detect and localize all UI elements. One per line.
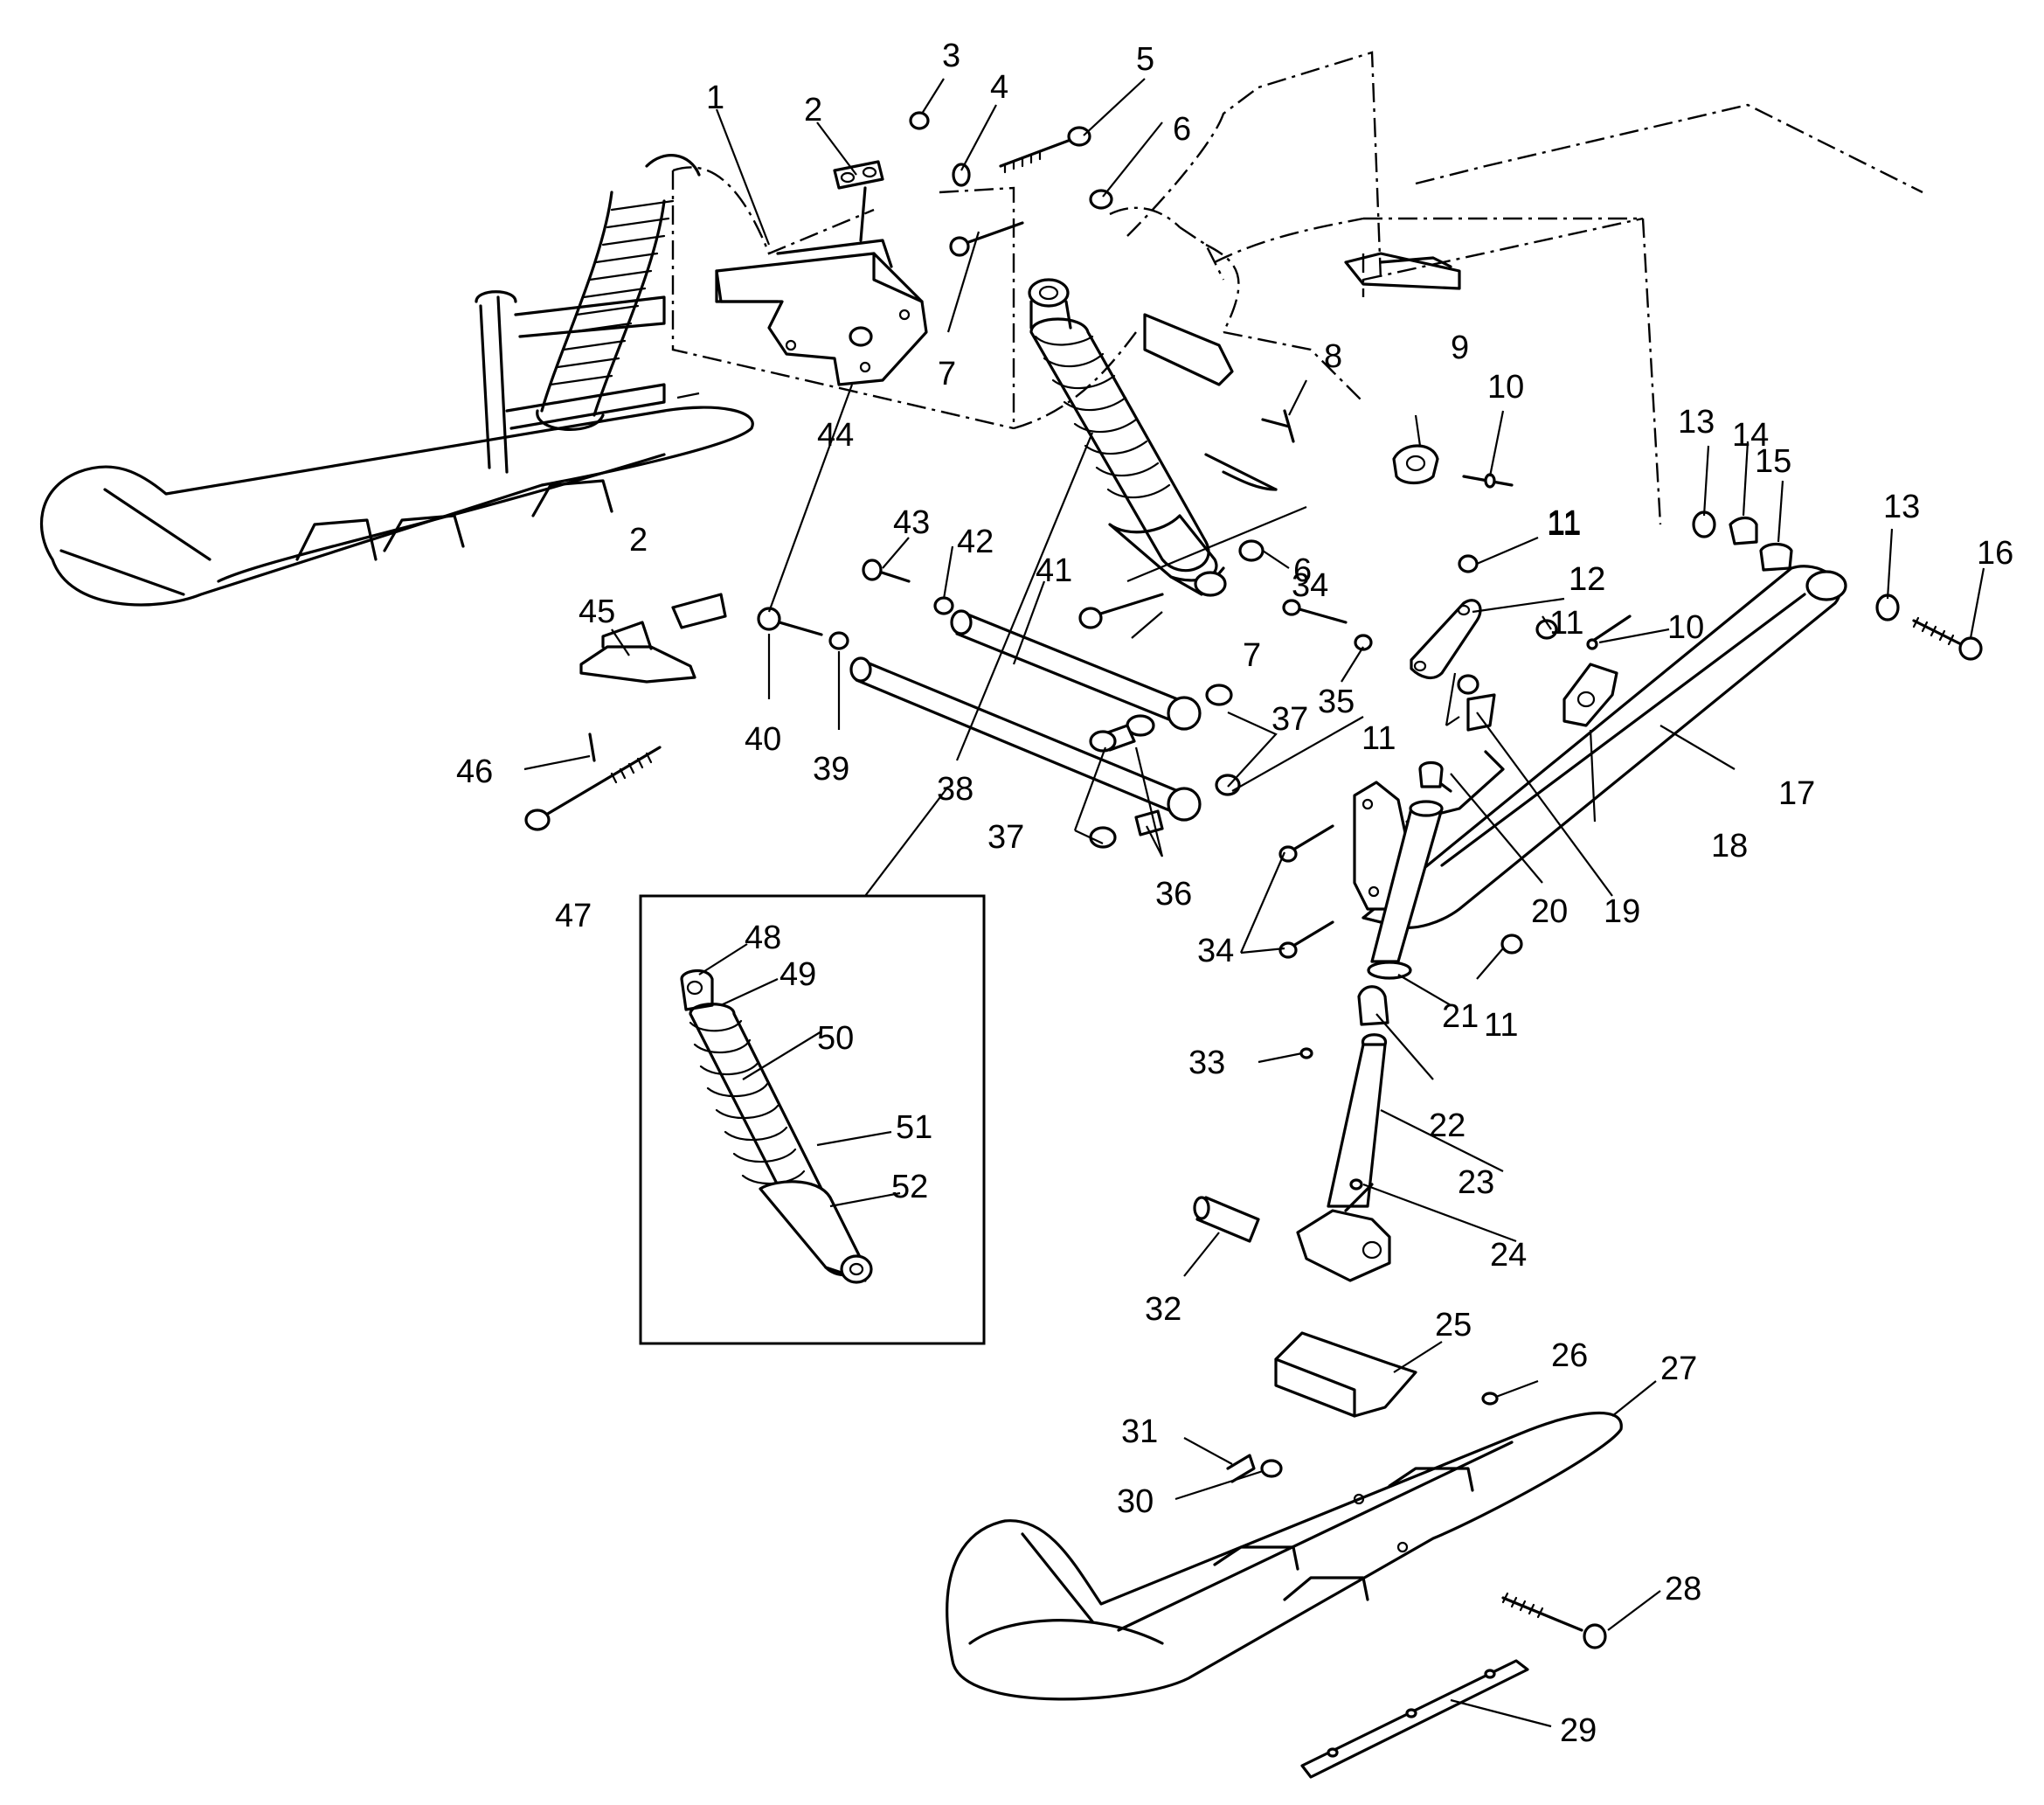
callout-44: 44 bbox=[817, 417, 854, 454]
trailing-arm bbox=[1362, 565, 1847, 929]
callout-20: 20 bbox=[1531, 893, 1568, 930]
callout-35: 35 bbox=[1318, 684, 1355, 720]
leader-lines bbox=[523, 78, 1985, 1728]
callout-47: 47 bbox=[555, 898, 592, 934]
callout-11b: 11 bbox=[1547, 506, 1581, 543]
callout-36: 36 bbox=[1155, 876, 1192, 913]
callout-4: 4 bbox=[990, 69, 1008, 106]
callout-38: 38 bbox=[937, 771, 973, 808]
left-ski-assembly bbox=[39, 290, 754, 607]
callout-labels: 1 2 3 4 5 6 7 8 9 10 11 12 13 14 15 13 1… bbox=[456, 38, 2013, 1749]
callout-34b: 34 bbox=[1197, 933, 1234, 969]
callout-37: 37 bbox=[1271, 701, 1308, 738]
callout-8: 8 bbox=[1324, 338, 1342, 375]
callout-7: 7 bbox=[938, 356, 956, 392]
callout-6: 6 bbox=[1173, 111, 1191, 148]
callout-9: 9 bbox=[1451, 330, 1469, 366]
callout-27: 27 bbox=[1660, 1350, 1697, 1387]
callout-13b: 13 bbox=[1883, 489, 1920, 525]
callout-7b: 7 bbox=[1243, 637, 1261, 674]
callout-31: 31 bbox=[1121, 1413, 1158, 1450]
callout-30: 30 bbox=[1117, 1483, 1154, 1520]
callout-42: 42 bbox=[957, 524, 994, 560]
callout-19: 19 bbox=[1604, 893, 1640, 930]
nut-and-cotter bbox=[1226, 1454, 1283, 1483]
callout-50: 50 bbox=[817, 1020, 854, 1057]
callout-26: 26 bbox=[1551, 1337, 1588, 1374]
callout-34: 34 bbox=[1292, 567, 1328, 604]
callout-18: 18 bbox=[1711, 828, 1748, 864]
rod-bushings bbox=[1089, 684, 1241, 849]
callout-14: 14 bbox=[1732, 417, 1769, 454]
callout-25: 25 bbox=[1435, 1307, 1472, 1343]
callout-41: 41 bbox=[1036, 552, 1072, 589]
callout-43: 43 bbox=[893, 504, 930, 541]
callout-22: 22 bbox=[1429, 1107, 1465, 1144]
inset-shock-absorber bbox=[680, 969, 873, 1284]
callout-32: 32 bbox=[1145, 1291, 1181, 1328]
ski-saddle bbox=[1274, 1331, 1417, 1418]
callout-12b: 12 bbox=[1569, 561, 1605, 598]
callout-39: 39 bbox=[813, 751, 849, 788]
callout-2: 2 bbox=[804, 92, 822, 128]
left-shock-absorber bbox=[536, 154, 701, 431]
callout-40: 40 bbox=[745, 721, 781, 758]
ski-spindle bbox=[1193, 1033, 1391, 1282]
spindle-housing bbox=[1353, 776, 1452, 963]
callout-11: 11 bbox=[1547, 504, 1581, 541]
callout-11c: 11 bbox=[1549, 605, 1583, 642]
radius-rod-upper bbox=[950, 609, 1202, 731]
radius-rod-lower bbox=[849, 656, 1202, 822]
callout-10: 10 bbox=[1487, 369, 1524, 406]
callout-1: 1 bbox=[706, 80, 724, 116]
callout-29: 29 bbox=[1560, 1712, 1597, 1749]
callout-2b: 2 bbox=[629, 522, 648, 559]
callout-21: 21 bbox=[1442, 998, 1479, 1035]
callout-48: 48 bbox=[745, 920, 781, 956]
callout-49: 49 bbox=[779, 956, 816, 993]
callout-11d: 11 bbox=[1362, 720, 1396, 757]
callout-6b: 6 bbox=[1293, 552, 1312, 589]
callout-12: 12 bbox=[1569, 561, 1605, 598]
callout-11e: 11 bbox=[1484, 1007, 1518, 1044]
callout-45: 45 bbox=[579, 594, 615, 630]
callout-33: 33 bbox=[1188, 1045, 1225, 1081]
callout-37b: 37 bbox=[987, 819, 1024, 856]
callout-5: 5 bbox=[1136, 41, 1154, 78]
callout-52: 52 bbox=[891, 1169, 928, 1205]
callout-46: 46 bbox=[456, 753, 493, 790]
ski-bolt bbox=[1501, 1592, 1607, 1649]
callout-28: 28 bbox=[1665, 1571, 1701, 1607]
callout-3: 3 bbox=[942, 38, 960, 74]
wear-bar bbox=[1300, 1659, 1529, 1779]
callout-13: 13 bbox=[1678, 404, 1715, 441]
right-shock-absorber bbox=[1028, 278, 1227, 597]
callout-24: 24 bbox=[1490, 1237, 1527, 1274]
hardware bbox=[524, 111, 1983, 1059]
callout-10b: 10 bbox=[1667, 609, 1704, 646]
shock-mount-bracket bbox=[715, 239, 928, 386]
right-ski bbox=[946, 1392, 1623, 1701]
callout-23: 23 bbox=[1458, 1164, 1494, 1201]
shock-inset-frame bbox=[639, 894, 986, 1345]
callout-17: 17 bbox=[1778, 775, 1815, 812]
callout-51: 51 bbox=[896, 1109, 932, 1146]
callout-15: 15 bbox=[1755, 443, 1791, 480]
callout-16: 16 bbox=[1977, 535, 2013, 572]
